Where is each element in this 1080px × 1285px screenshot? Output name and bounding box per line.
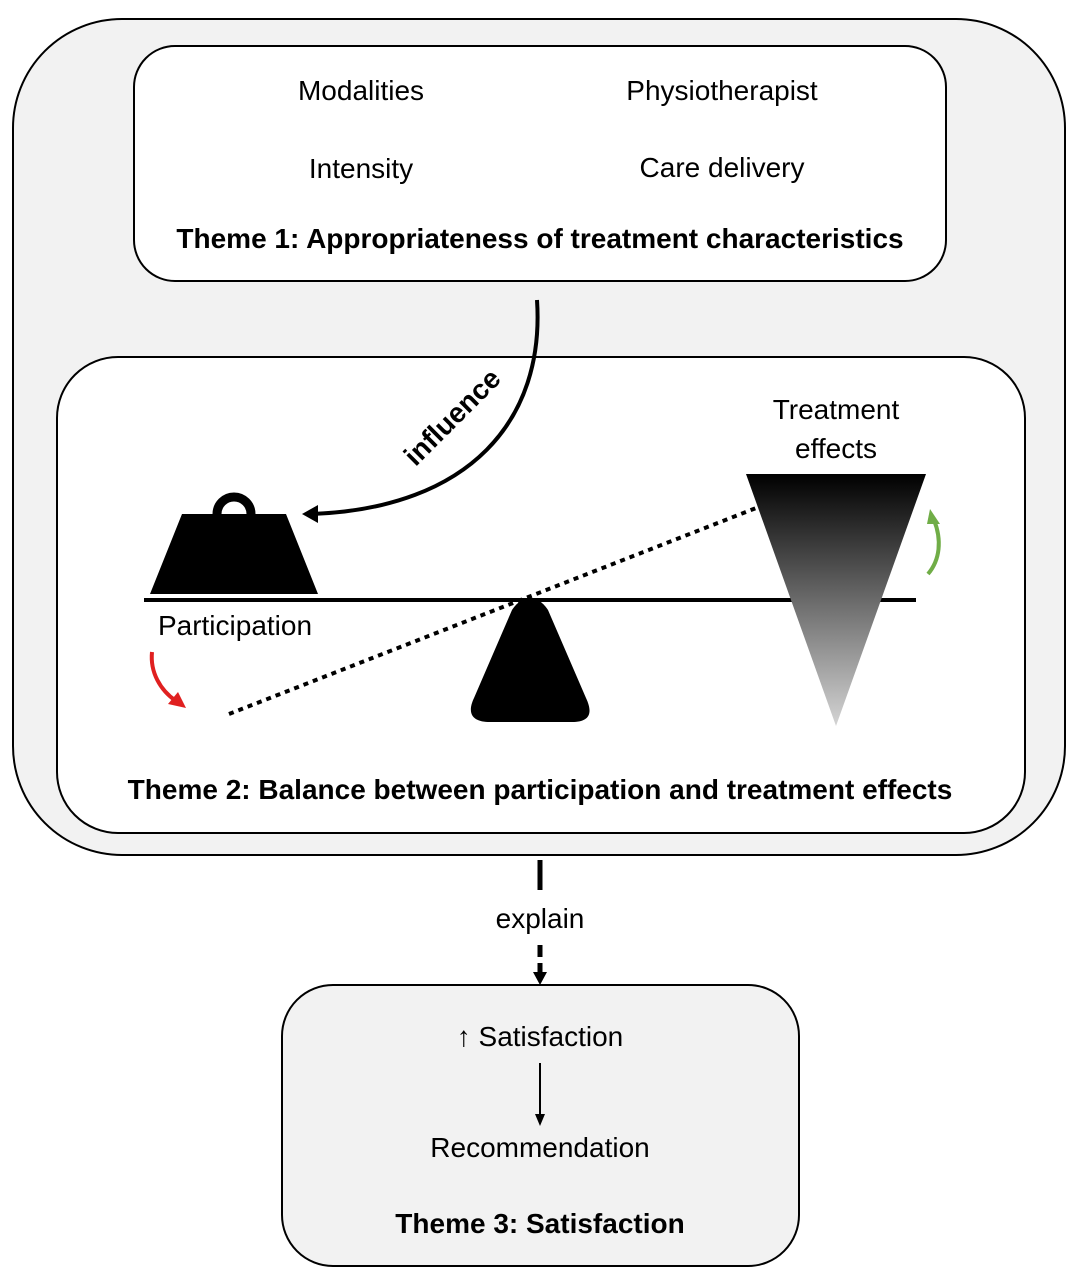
theme1-box	[133, 45, 947, 282]
influence-arrowhead	[302, 505, 318, 523]
weight-handle	[212, 492, 256, 536]
weight-icon	[150, 514, 318, 594]
tilt-line	[228, 474, 839, 716]
explain-arrowhead	[533, 972, 547, 985]
up-arrowhead	[927, 509, 940, 524]
down-arrow-icon	[149, 651, 178, 703]
theme3-title: Theme 3: Satisfaction	[395, 1208, 685, 1239]
theme1-item-care-delivery: Care delivery	[639, 152, 805, 183]
theme1-item-intensity: Intensity	[308, 153, 414, 184]
theme1-item-modalities: Modalities	[297, 75, 425, 106]
treatment-triangle-icon	[746, 474, 926, 726]
theme3-box	[281, 984, 800, 1267]
treatment-label-line2: effects	[795, 433, 877, 464]
treatment-label-line1: Treatment	[772, 394, 900, 425]
up-arrow-icon	[926, 519, 941, 576]
recommendation-arrowhead	[535, 1114, 545, 1126]
fulcrum-icon	[470, 598, 590, 722]
theme1-title: Theme 1: Appropriateness of treatment ch…	[176, 223, 904, 254]
theme1-item-physiotherapist: Physiotherapist	[626, 75, 818, 106]
participation-label: Participation	[157, 610, 313, 641]
down-arrowhead	[168, 692, 186, 708]
explain-label: explain	[495, 903, 585, 934]
influence-arrow	[311, 299, 540, 516]
satisfaction-label: ↑ Satisfaction	[456, 1021, 624, 1052]
recommendation-label: Recommendation	[430, 1132, 650, 1163]
theme2-title: Theme 2: Balance between participation a…	[127, 774, 953, 805]
